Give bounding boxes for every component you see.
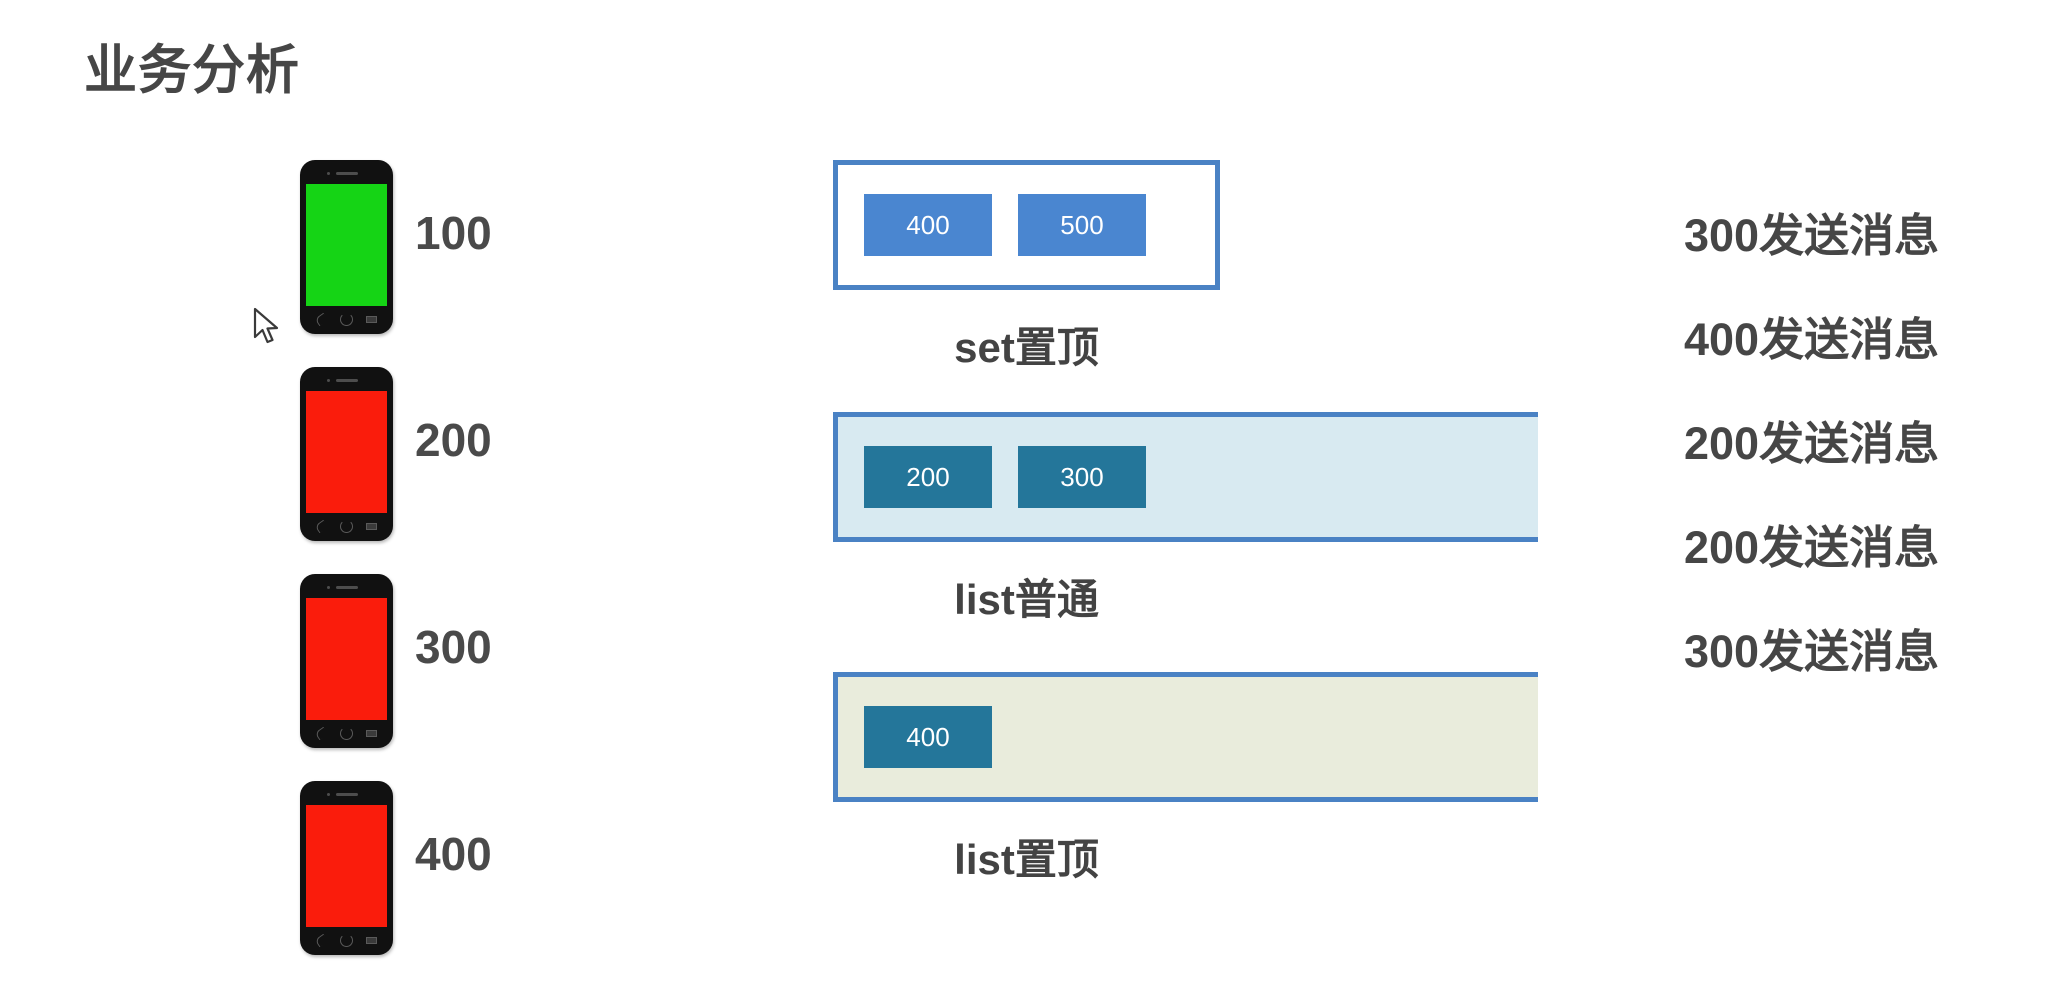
- list-normal-container[interactable]: 200 300: [833, 412, 1538, 542]
- phone-speaker-icon: [335, 586, 358, 589]
- menu-icon: [365, 729, 377, 737]
- phone-icon[interactable]: [300, 160, 393, 334]
- device-label: 300: [415, 621, 492, 673]
- mouse-pointer-icon: [253, 307, 281, 347]
- back-icon: [314, 933, 329, 947]
- list-normal-caption: list普通: [954, 576, 1099, 623]
- message-log: 300发送消息 400发送消息 200发送消息 200发送消息 300发送消息: [1684, 206, 1939, 726]
- message-log-item: 400发送消息: [1684, 314, 1940, 365]
- set-chip[interactable]: 500: [1018, 194, 1146, 256]
- phone-screen: [306, 184, 387, 306]
- list-normal-chip[interactable]: 300: [1018, 446, 1146, 508]
- set-top-caption: set置顶: [954, 324, 1099, 371]
- phone-camera-icon: [326, 379, 330, 382]
- structure-group-set-top: 400 500 set置顶: [833, 160, 1220, 375]
- device-label: 100: [415, 207, 492, 259]
- message-log-item: 200发送消息: [1684, 522, 1940, 573]
- phone-icon[interactable]: [300, 367, 393, 541]
- list-top-chip[interactable]: 400: [864, 706, 992, 768]
- home-icon: [339, 519, 353, 533]
- device-label: 400: [415, 828, 492, 880]
- back-icon: [314, 519, 329, 533]
- phone-nav-bar: [300, 722, 393, 744]
- phone-icon[interactable]: [300, 781, 393, 955]
- set-chip[interactable]: 400: [864, 194, 992, 256]
- list-top-caption: list置顶: [954, 836, 1099, 883]
- message-log-item: 300发送消息: [1684, 626, 1940, 677]
- menu-icon: [365, 315, 377, 323]
- phone-nav-bar: [300, 308, 393, 330]
- phone-speaker-icon: [335, 379, 358, 382]
- phone-screen: [306, 391, 387, 513]
- phone-screen: [306, 598, 387, 720]
- home-icon: [339, 726, 353, 740]
- menu-icon: [365, 522, 377, 530]
- message-log-item: 200发送消息: [1684, 418, 1940, 469]
- structure-group-list-top: 400 list置顶: [833, 672, 1538, 887]
- phone-nav-bar: [300, 515, 393, 537]
- phone-speaker-icon: [335, 793, 358, 796]
- phone-icon[interactable]: [300, 574, 393, 748]
- phone-speaker-icon: [335, 172, 358, 175]
- set-top-container[interactable]: 400 500: [833, 160, 1220, 290]
- page-title: 业务分析: [84, 41, 300, 100]
- list-normal-chip[interactable]: 200: [864, 446, 992, 508]
- home-icon: [339, 933, 353, 947]
- phone-screen: [306, 805, 387, 927]
- message-log-item: 300发送消息: [1684, 210, 1940, 261]
- phone-camera-icon: [326, 586, 330, 589]
- home-icon: [339, 312, 353, 326]
- back-icon: [314, 312, 329, 326]
- phone-camera-icon: [326, 172, 330, 175]
- menu-icon: [365, 936, 377, 944]
- device-label: 200: [415, 414, 492, 466]
- phone-nav-bar: [300, 929, 393, 951]
- structure-group-list-normal: 200 300 list普通: [833, 412, 1538, 627]
- phone-camera-icon: [326, 793, 330, 796]
- list-top-container[interactable]: 400: [833, 672, 1538, 802]
- back-icon: [314, 726, 329, 740]
